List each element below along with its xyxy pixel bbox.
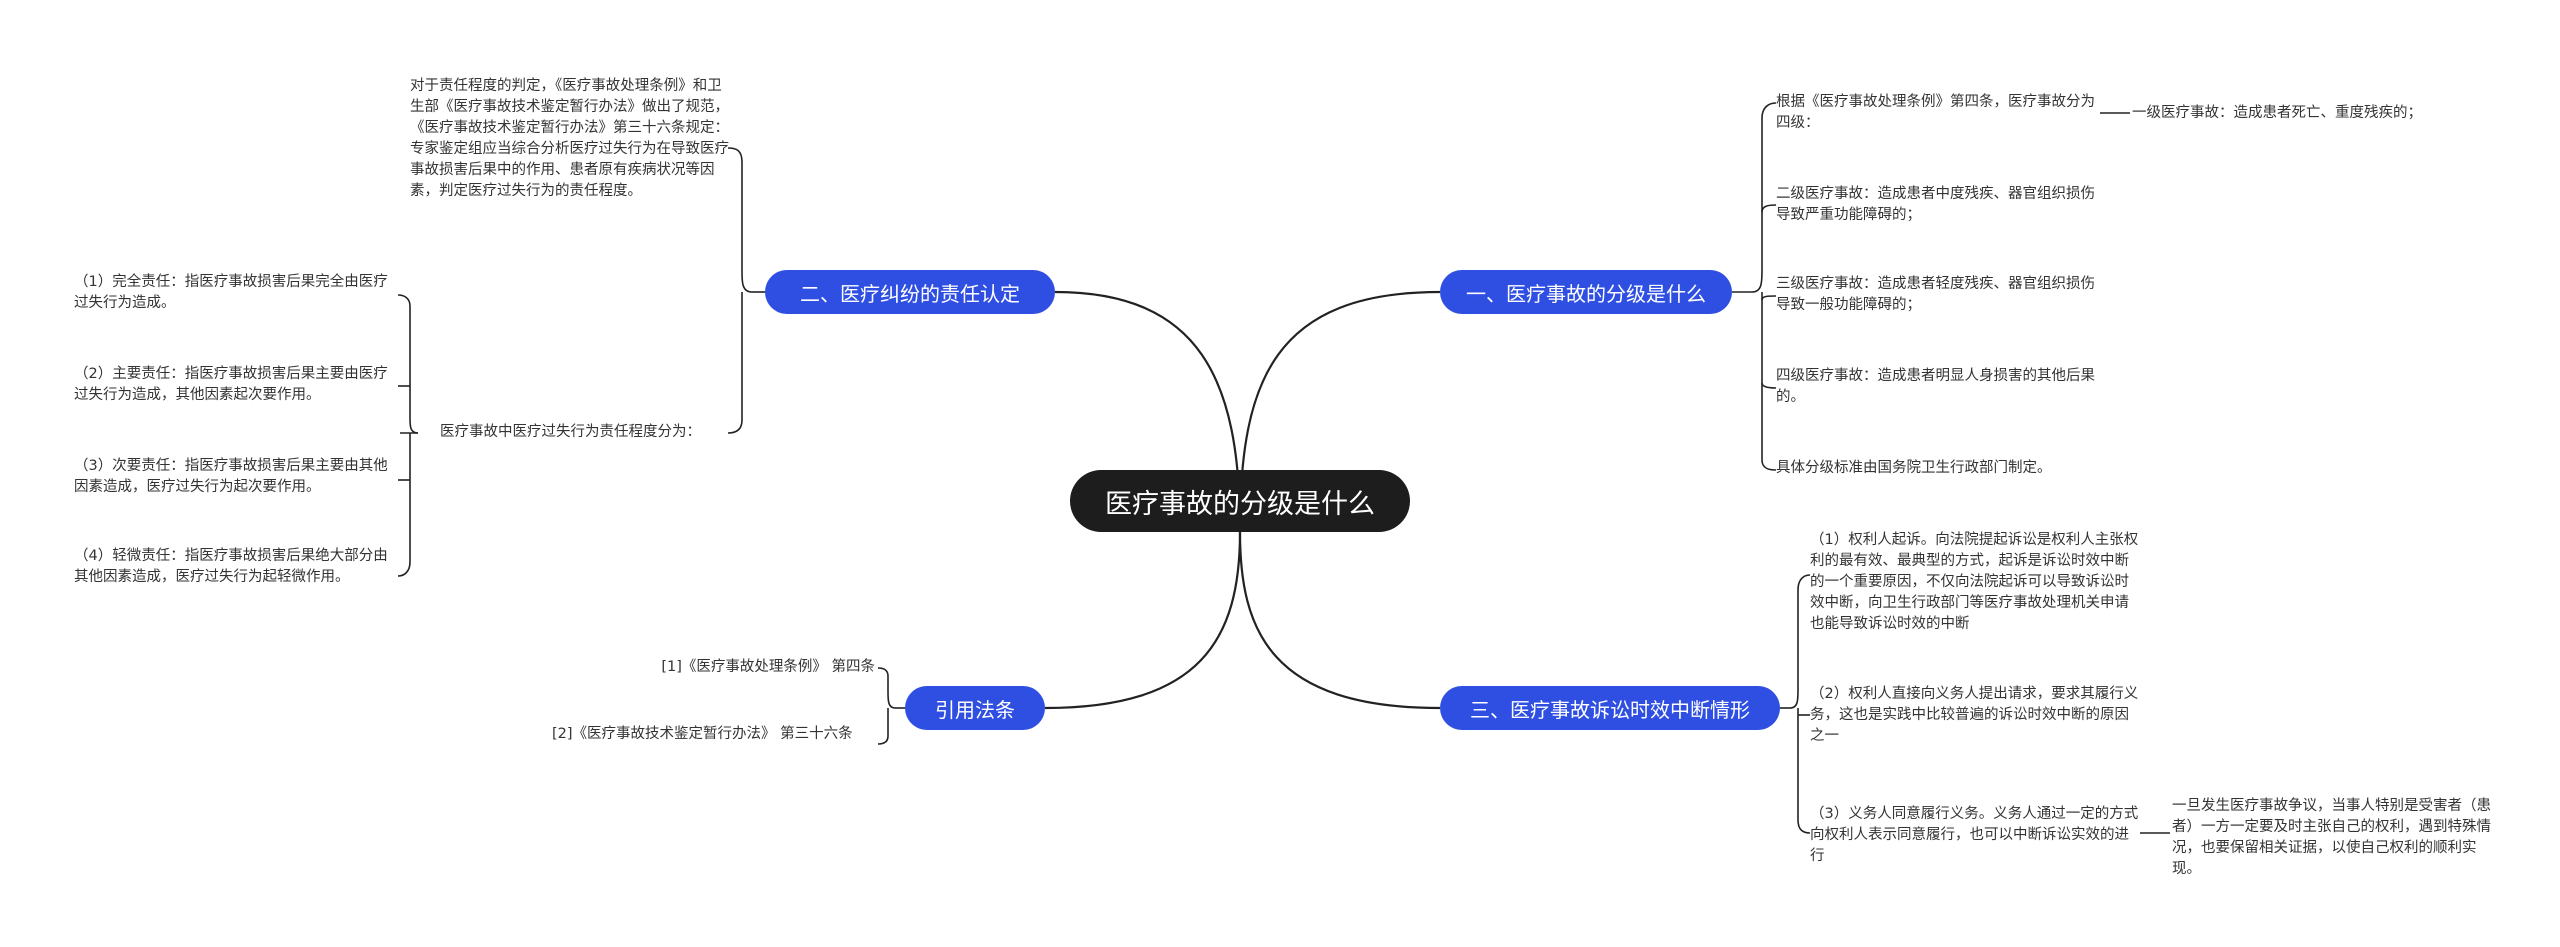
leaf-obligor-agrees[interactable]: （3）义务人同意履行义务。义务人通过一定的方式向权利人表示同意履行，也可以中断诉… <box>1810 806 2139 864</box>
leaf-responsibility-basis[interactable]: 对于责任程度的判定，《医疗事故处理条例》和卫生部《医疗事故技术鉴定暂行办法》做出… <box>410 78 729 199</box>
leaf-third-degree[interactable]: 三级医疗事故：造成患者轻度残疾、器官组织损伤导致一般功能障碍的； <box>1776 276 2095 313</box>
leaf-slight-responsibility[interactable]: （4）轻微责任：指医疗事故损害后果绝大部分由其他因素造成，医疗过失行为起轻微作用… <box>74 548 388 585</box>
leaf-second-degree[interactable]: 二级医疗事故：造成患者中度残疾、器官组织损伤导致严重功能障碍的； <box>1776 186 2095 223</box>
leaf-classification-intro[interactable]: 根据《医疗事故处理条例》第四条，医疗事故分为四级： <box>1776 94 2095 131</box>
leaf-law-ref-2[interactable]: [2]《医疗事故技术鉴定暂行办法》 第三十六条 <box>552 726 853 742</box>
leaf-advice[interactable]: 一旦发生医疗事故争议，当事人特别是受害者（患者）一方一定要及时主张自己的权利，遇… <box>2172 798 2491 877</box>
leaf-minor-responsibility[interactable]: （3）次要责任：指医疗事故损害后果主要由其他因素造成，医疗过失行为起次要作用。 <box>74 458 388 495</box>
central-topic[interactable]: 医疗事故的分级是什么 <box>1070 470 1410 532</box>
leaf-fourth-degree[interactable]: 四级医疗事故：造成患者明显人身损害的其他后果的。 <box>1776 368 2095 405</box>
branch-classification[interactable]: 一、医疗事故的分级是什么 <box>1440 270 1732 314</box>
leaf-direct-request[interactable]: （2）权利人直接向义务人提出请求，要求其履行义务，这也是实践中比较普遍的诉讼时效… <box>1810 686 2139 744</box>
leaf-standard-note[interactable]: 具体分级标准由国务院卫生行政部门制定。 <box>1776 460 2052 476</box>
leaf-law-ref-1[interactable]: [1]《医疗事故处理条例》 第四条 <box>661 659 875 675</box>
branch-cited-laws[interactable]: 引用法条 <box>905 686 1045 730</box>
leaf-right-holder-sues[interactable]: （1）权利人起诉。向法院提起诉讼是权利人主张权利的最有效、最典型的方式，起诉是诉… <box>1810 532 2139 632</box>
leaf-major-responsibility[interactable]: （2）主要责任：指医疗事故损害后果主要由医疗过失行为造成，其他因素起次要作用。 <box>74 366 388 403</box>
branch-responsibility[interactable]: 二、医疗纠纷的责任认定 <box>765 270 1055 314</box>
branch-limitation-interruption[interactable]: 三、医疗事故诉讼时效中断情形 <box>1440 686 1780 730</box>
leaf-responsibility-levels[interactable]: 医疗事故中医疗过失行为责任程度分为： <box>440 424 701 440</box>
leaf-first-degree[interactable]: 一级医疗事故：造成患者死亡、重度残疾的； <box>2132 105 2422 121</box>
leaf-full-responsibility[interactable]: （1）完全责任：指医疗事故损害后果完全由医疗过失行为造成。 <box>74 274 388 311</box>
